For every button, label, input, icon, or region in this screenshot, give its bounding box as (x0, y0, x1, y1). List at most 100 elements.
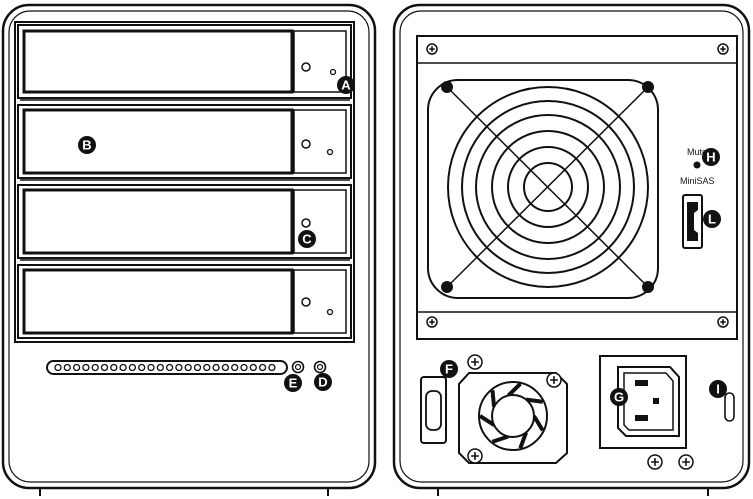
callout-h: H (702, 148, 720, 166)
led-dot (91, 363, 99, 372)
callout-f-label: F (445, 362, 453, 377)
psu-fan-blade (478, 414, 496, 427)
led-dot (100, 363, 109, 372)
security-lock-slot[interactable] (724, 392, 735, 422)
drive-tray-2[interactable] (17, 104, 352, 181)
front-enclosure-inner-edge (8, 10, 370, 483)
screw-slot (471, 358, 479, 366)
led-dot (193, 363, 202, 372)
led-dot (128, 363, 137, 372)
fan-ring (491, 130, 605, 244)
led-dot (221, 363, 230, 372)
tray-1-lock-icon[interactable] (301, 62, 311, 72)
front-button-d-inner (316, 363, 324, 371)
led-dot (138, 363, 146, 372)
rear-view: Mute H MiniSAS L F (392, 3, 751, 496)
led-dot (240, 363, 248, 372)
front-feet (39, 488, 329, 496)
ac-power-inlet[interactable] (599, 355, 694, 470)
tray-2-led-icon (326, 148, 334, 156)
callout-c-label: C (302, 232, 312, 247)
led-dot (119, 363, 127, 372)
tray-2-lock-icon[interactable] (301, 139, 311, 149)
screw-slot (682, 458, 690, 466)
led-dot (249, 363, 257, 372)
screw-slot (651, 458, 659, 466)
tray-1-led-icon (329, 68, 337, 76)
rear-enclosure-inner-edge (399, 10, 744, 483)
callout-b: B (78, 136, 96, 154)
callout-c: C (298, 230, 316, 248)
mute-button[interactable]: Mute (687, 147, 707, 169)
psu-fan-blade (525, 397, 544, 404)
led-dot (184, 363, 192, 372)
tray-3-lock-icon[interactable] (301, 218, 311, 228)
led-strip (46, 360, 288, 375)
callout-i: I (709, 380, 727, 398)
callout-a: A (337, 76, 355, 94)
tray-4-lock-icon[interactable] (301, 297, 311, 307)
led-dot (258, 363, 267, 372)
callout-e: E (284, 374, 302, 392)
led-dot (54, 363, 62, 372)
led-dot (165, 363, 174, 372)
power-rocker-icon[interactable] (425, 390, 442, 431)
minisas-port[interactable]: MiniSAS (680, 176, 715, 249)
rear-feet (437, 488, 709, 496)
screw-slot (429, 46, 435, 52)
lock-slot-icon[interactable] (724, 392, 735, 422)
callout-e-label: E (289, 376, 298, 391)
drive-bay-frame (14, 21, 355, 343)
front-button-e-inner (294, 363, 302, 371)
front-view: A B C E D (1, 3, 377, 496)
led-dot (156, 363, 164, 372)
psu-fan-blade (491, 434, 509, 444)
led-dot (231, 363, 239, 372)
led-dot (175, 363, 183, 372)
fan-ring (461, 100, 635, 274)
fan-screw-icon (642, 281, 654, 293)
callout-l-label: L (708, 212, 716, 227)
led-dot (212, 363, 220, 372)
led-dot (82, 363, 90, 372)
fan-screw-icon (642, 81, 654, 93)
screw-slot (550, 376, 558, 384)
callout-f: F (440, 360, 458, 378)
tray-4-led-icon (326, 308, 334, 316)
callout-d-label: D (318, 375, 327, 390)
power-switch[interactable] (420, 376, 447, 444)
screw-slot (720, 46, 726, 52)
screw-slot (429, 319, 435, 325)
psu-fan-blade (518, 431, 528, 449)
led-dot (203, 363, 211, 372)
rear-screws (426, 43, 729, 328)
fan-screw-icon (441, 81, 453, 93)
mute-label: Mute (687, 147, 707, 157)
callout-h-label: H (706, 150, 715, 165)
callout-l: L (703, 210, 721, 228)
psu-fan-blade (506, 382, 522, 397)
callout-b-label: B (82, 138, 91, 153)
cooling-fan (427, 79, 659, 299)
psu-fan-blade (490, 389, 497, 408)
psu-fan (458, 354, 568, 464)
callout-g: G (610, 388, 628, 406)
drive-tray-1[interactable] (17, 24, 352, 101)
drive-tray-3[interactable] (17, 184, 352, 261)
fan-ring (507, 146, 589, 228)
callout-i-label: I (716, 382, 720, 397)
callout-d: D (314, 373, 332, 391)
fan-ring (475, 114, 621, 260)
drive-tray-4[interactable] (17, 264, 352, 339)
screw-slot (720, 319, 726, 325)
screw-slot (471, 452, 479, 460)
callout-a-label: A (341, 78, 351, 93)
minisas-label: MiniSAS (680, 176, 715, 186)
fan-screw-icon (441, 281, 453, 293)
fan-ring (523, 162, 573, 212)
led-dot (147, 363, 155, 372)
led-dot (72, 363, 81, 372)
mute-button-icon[interactable] (693, 161, 701, 169)
led-dot (63, 363, 71, 372)
